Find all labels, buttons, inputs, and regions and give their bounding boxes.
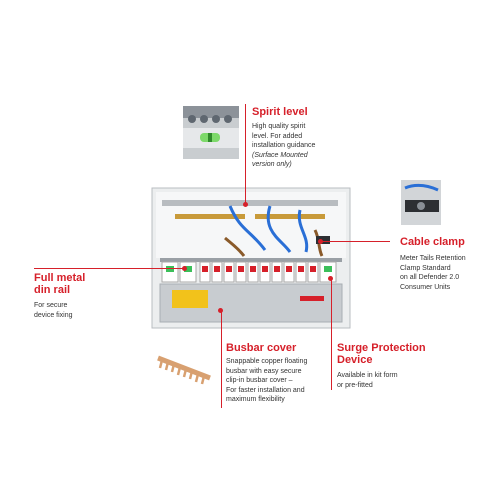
spirit-level-desc-2: level. For added: [252, 132, 303, 140]
spirit-level-desc-italic-2: version only): [252, 161, 292, 168]
consumer-unit-body: [151, 187, 351, 329]
busbar-cover-leader-dot: [218, 308, 223, 313]
cable-clamp-inset-image: [401, 180, 441, 225]
busbar-cover-desc-3: clip-in busbar cover –: [226, 377, 293, 384]
busbar-cover-callout: Busbar cover Snappable copper floating b…: [226, 342, 336, 405]
spirit-level-inset-image: [183, 106, 239, 159]
busbar-cover-desc-2: busbar with easy secure: [226, 367, 302, 375]
din-rail-leader-dot: [182, 265, 187, 271]
surge-protection-title-1: Surge Protection: [337, 342, 426, 354]
circuit-breakers: [161, 261, 337, 283]
spirit-level-desc-italic-1: (Surface Mounted: [252, 151, 308, 159]
surge-protection-leader-dot: [328, 276, 333, 281]
spirit-level-desc-1: High quality spirit: [252, 123, 306, 130]
surge-protection-leader: [330, 278, 332, 390]
din-rail-callout: Full metal din rail For secure device fi…: [34, 272, 144, 320]
busbar-cover-leader: [220, 310, 222, 408]
spirit-level-title: Spirit level: [252, 106, 308, 118]
spirit-level-leader: [245, 104, 247, 204]
din-rail-title-1: Full metal: [34, 272, 86, 284]
din-rail-desc-1: For secure: [34, 302, 68, 309]
surge-protection-callout: Surge Protection Device Available in kit…: [337, 342, 447, 390]
cable-clamp-callout: Cable clamp Meter Tails Retention Clamp …: [400, 236, 498, 292]
spirit-level-desc-3: installation guidance: [252, 142, 316, 149]
cable-clamp-desc-1: Meter Tails Retention: [400, 255, 466, 262]
surge-protection-title-2: Device: [337, 354, 373, 366]
cable-clamp-desc-4: Consumer Units: [400, 283, 451, 291]
busbar-image: [157, 355, 211, 385]
din-rail-leader: [34, 267, 184, 269]
busbar-cover-desc-5: maximum flexibility: [226, 396, 285, 403]
cable-clamp-desc-3: on all Defender 2.0: [400, 274, 460, 281]
cable-clamp-leader-dot: [318, 239, 323, 244]
cable-clamp-title: Cable clamp: [400, 236, 465, 248]
busbar-cover-desc-1: Snappable copper floating: [226, 358, 308, 365]
busbar-cover-desc-4: For faster installation and: [226, 386, 305, 394]
spirit-level-leader-dot: [242, 202, 248, 207]
din-rail-desc-2: device fixing: [34, 311, 73, 319]
cable-clamp-leader: [320, 241, 390, 243]
cable-clamp-desc-2: Clamp Standard: [400, 264, 451, 272]
spirit-level-callout: Spirit level High quality spirit level. …: [252, 106, 362, 170]
din-rail-title-2: din rail: [34, 284, 71, 296]
surge-protection-desc-1: Available in kit form: [337, 372, 398, 379]
surge-protection-desc-2: or pre-fitted: [337, 381, 373, 389]
busbar-cover-title: Busbar cover: [226, 342, 297, 354]
